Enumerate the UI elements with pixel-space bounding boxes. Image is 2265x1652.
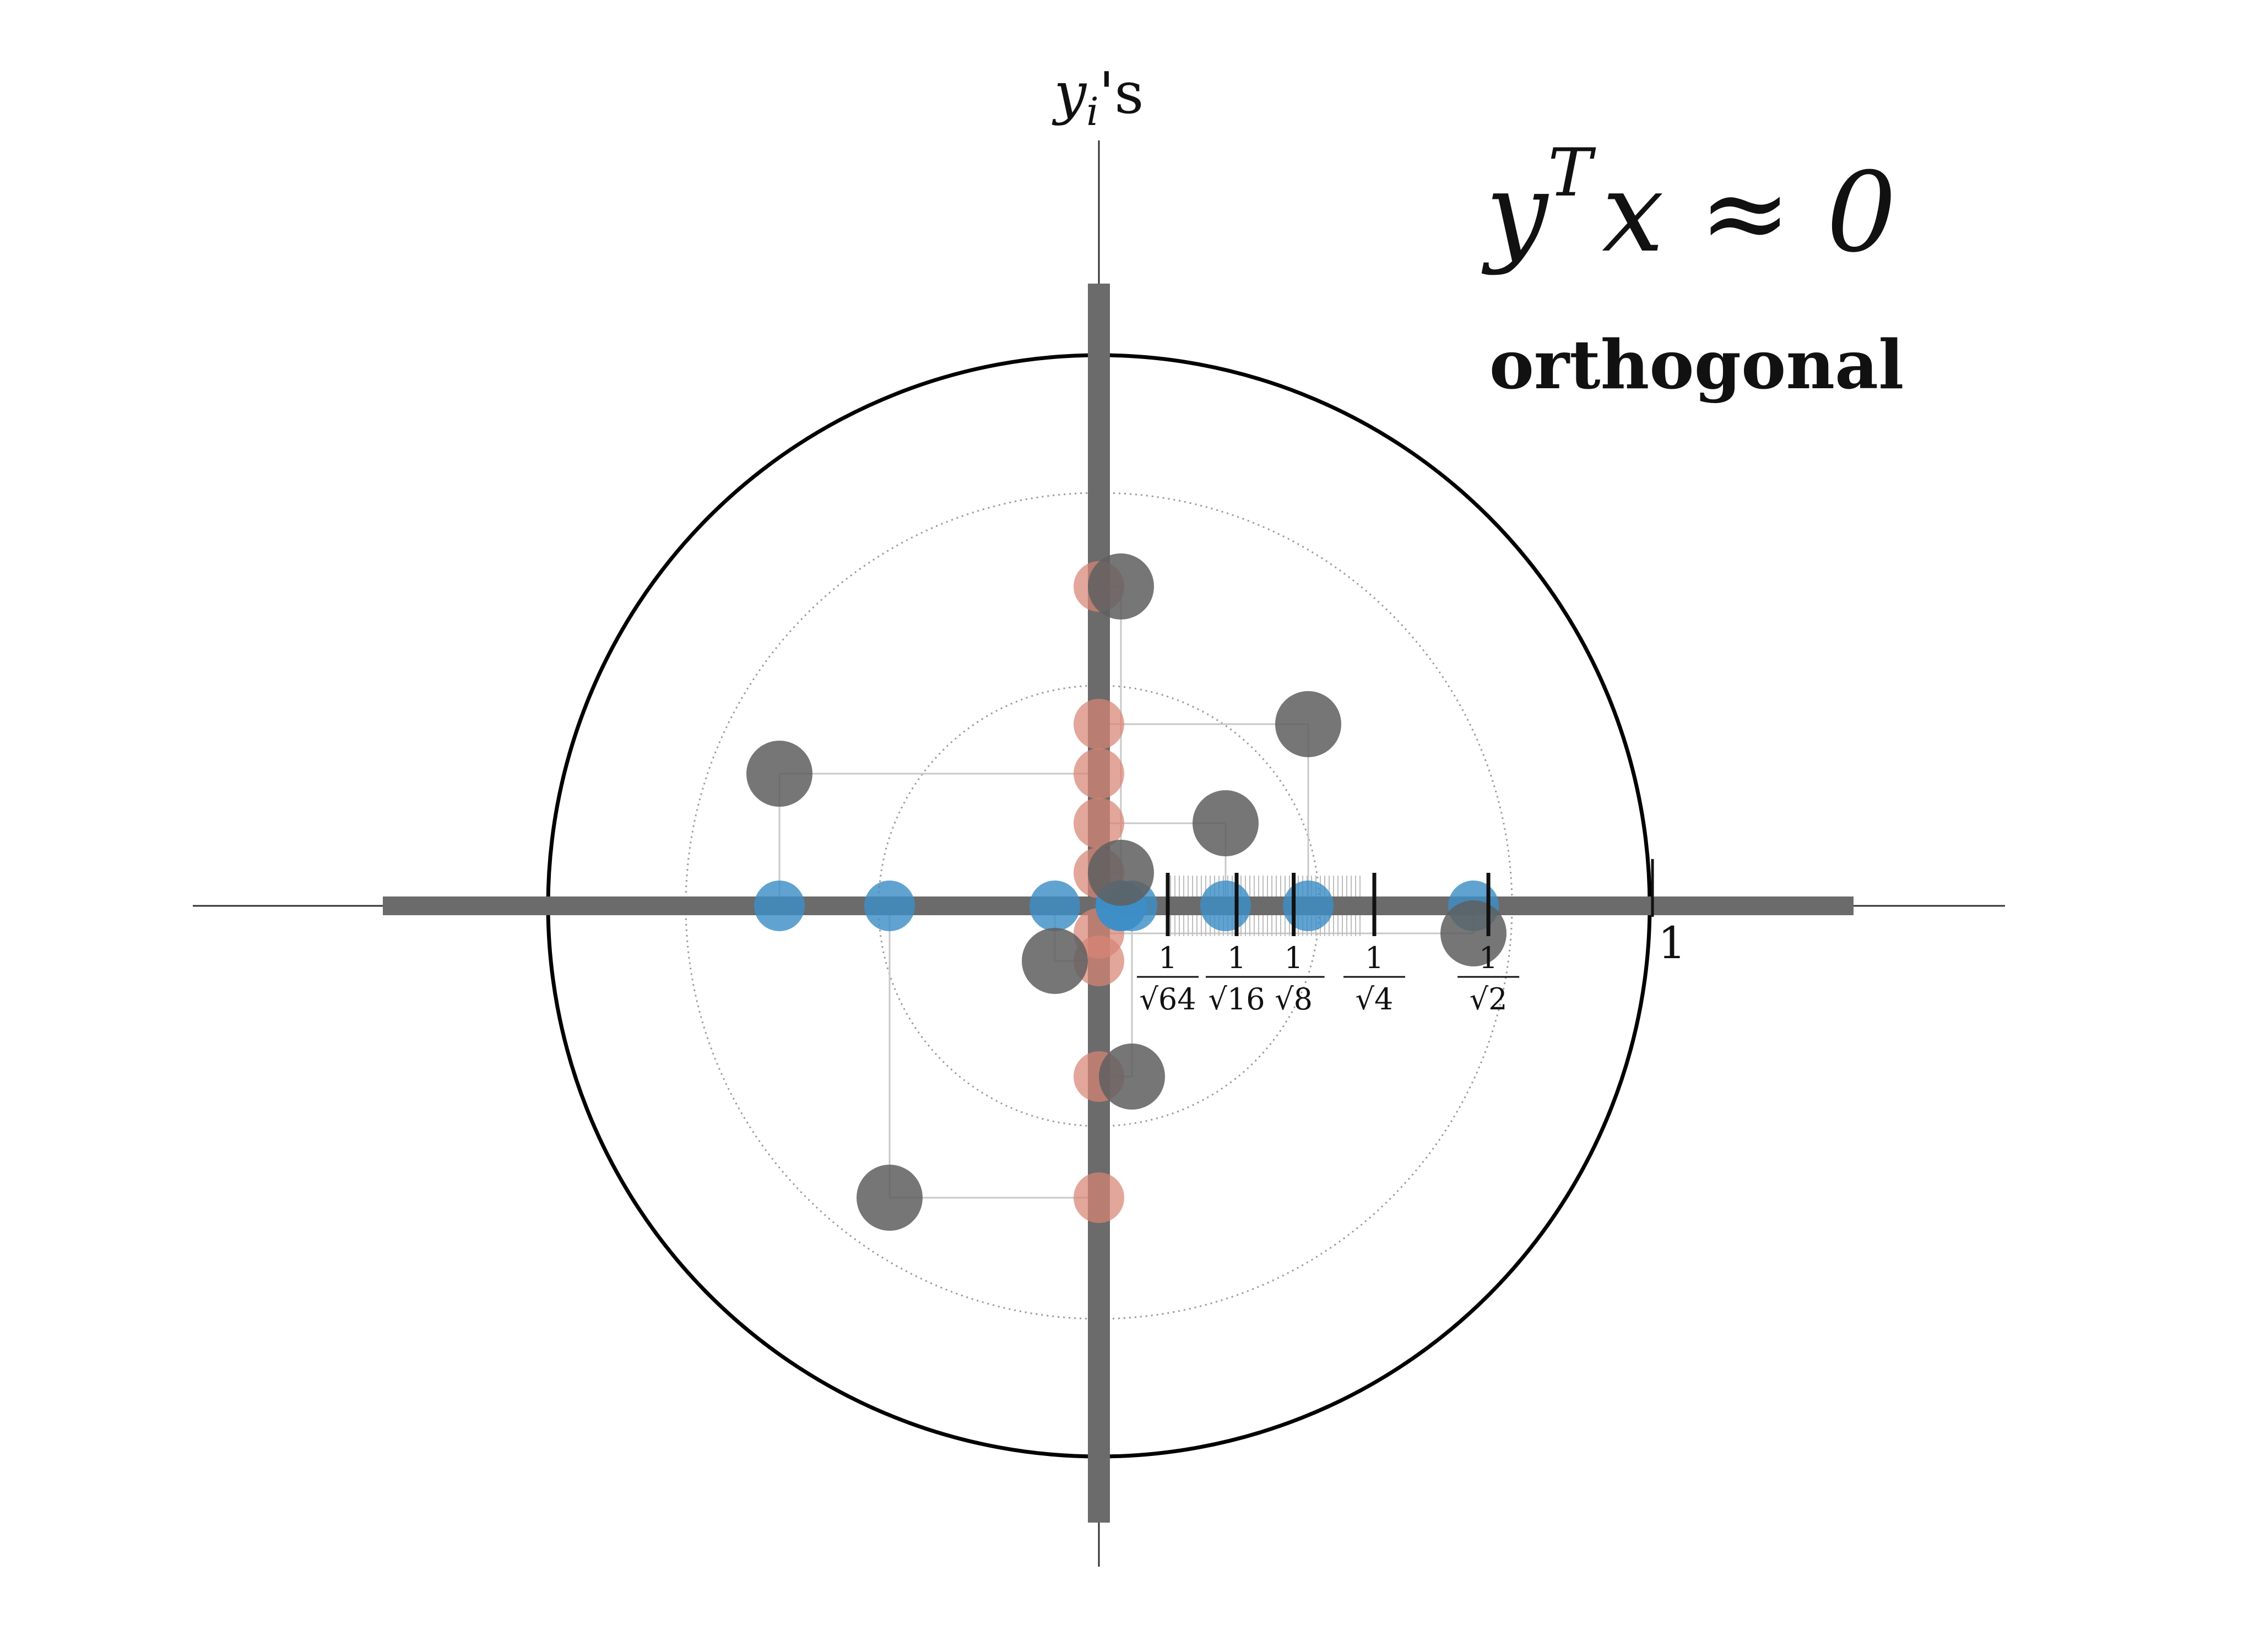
data-point <box>857 1165 923 1231</box>
x-projection-marker <box>1029 881 1080 931</box>
y-axis-label-subscript: i <box>1086 89 1098 134</box>
title-superscript: T <box>1548 135 1596 211</box>
y-projection-marker <box>1074 1172 1124 1223</box>
data-point <box>746 741 812 807</box>
y-projection-marker <box>1074 699 1124 749</box>
data-point <box>1275 691 1341 757</box>
data-point <box>1099 1044 1165 1110</box>
unit-tick-label: 1 <box>1658 917 1686 969</box>
data-point <box>1088 553 1154 620</box>
scale-tick-numerator: 1 <box>1227 941 1246 975</box>
data-point <box>1022 928 1088 994</box>
scale-tick-denominator: √8 <box>1275 982 1313 1017</box>
scale-tick-numerator: 1 <box>1365 941 1384 975</box>
equation-title: yTx ≈ 0 <box>1481 135 1896 277</box>
subtitle: orthogonal <box>1489 325 1904 404</box>
scale-ticks: 1 √64 1 √16 1 √8 1 √4 1 √2 <box>1137 873 1520 1017</box>
scale-tick-numerator: 1 <box>1479 941 1498 975</box>
scale-tick-denominator: √4 <box>1356 982 1394 1017</box>
scale-tick-numerator: 1 <box>1284 941 1303 975</box>
title-base: y <box>1481 149 1549 277</box>
x-projection-marker <box>864 881 915 931</box>
x-projection-marker <box>1200 881 1251 931</box>
y-axis-label: yi's <box>1052 59 1144 134</box>
scale-tick-denominator: √16 <box>1208 982 1265 1017</box>
scale-tick-denominator: √2 <box>1470 982 1508 1017</box>
x-projection-marker <box>1283 881 1334 931</box>
data-point <box>1088 840 1154 906</box>
y-projection-marker <box>1074 748 1124 799</box>
data-point <box>1193 790 1259 856</box>
x-projection-marker <box>754 881 805 931</box>
scale-tick-denominator: √64 <box>1139 982 1196 1017</box>
scale-tick-numerator: 1 <box>1158 941 1177 975</box>
y-projection-marker <box>1074 798 1124 849</box>
title-rest: x ≈ 0 <box>1602 149 1896 277</box>
y-axis-label-base: y <box>1052 59 1087 127</box>
y-axis-label-suffix: 's <box>1099 59 1144 127</box>
